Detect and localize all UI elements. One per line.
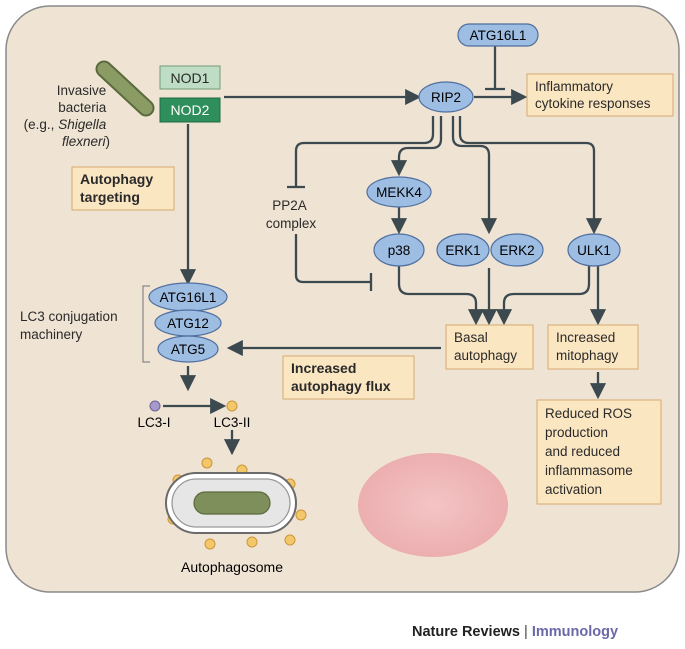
lc3-i-dot-icon <box>149 400 161 412</box>
protein-mekk4: MEKK4 <box>366 176 432 208</box>
autophagosome-icon <box>165 457 307 550</box>
box-increased-mitophagy: Increased mitophagy <box>547 324 639 370</box>
lc3-machinery-label: LC3 conjugation machinery <box>20 309 121 342</box>
svg-text:NOD2: NOD2 <box>171 102 210 118</box>
svg-text:ATG12: ATG12 <box>167 316 209 331</box>
protein-ulk1: ULK1 <box>567 233 621 267</box>
lc3-ii-dot-icon <box>226 400 238 412</box>
svg-text:p38: p38 <box>388 243 411 258</box>
svg-text:Basal autophagy: Basal autophagy <box>454 330 517 363</box>
bacteria-label: Invasive bacteria (e.g., Shigella flexne… <box>24 83 110 149</box>
inhibit-pp2a-to-p38 <box>294 234 370 284</box>
protein-atg16l1-top: ATG16L1 <box>457 23 539 47</box>
box-basal-autophagy: Basal autophagy <box>445 324 534 370</box>
nod1-box: NOD1 <box>159 65 221 90</box>
journal-section: Immunology <box>531 624 619 640</box>
svg-text:ATG5: ATG5 <box>171 342 205 357</box>
box-increased-autophagy-flux: Increased autophagy flux <box>282 355 415 400</box>
cell-blob <box>358 453 508 557</box>
lc3-i-label: LC3-I <box>137 415 170 430</box>
arrow-rip2-to-ulk1 <box>458 116 603 235</box>
svg-text:NOD1: NOD1 <box>171 70 210 86</box>
machinery-bracket <box>142 285 150 363</box>
arrow-rip2-to-mekk4 <box>390 116 443 177</box>
svg-text:ULK1: ULK1 <box>577 243 611 258</box>
svg-text:MEKK4: MEKK4 <box>376 185 422 200</box>
journal-name: Nature Reviews <box>412 624 520 640</box>
arrows <box>142 46 607 456</box>
protein-atg5: ATG5 <box>157 335 219 363</box>
arrow-rip2-to-erk <box>451 116 498 235</box>
svg-text:Autophagy targeting: Autophagy targeting <box>80 171 157 205</box>
svg-text:Reduced ROS production: Reduced ROS production and reduced infla… <box>545 406 637 497</box>
protein-rip2: RIP2 <box>418 81 474 113</box>
cell-panel <box>5 5 680 593</box>
svg-text:Increased autophagy flux: Increased autophagy flux <box>291 360 391 394</box>
svg-text:ERK1: ERK1 <box>445 243 480 258</box>
nod2-box: NOD2 <box>159 97 221 123</box>
protein-atg16l1: ATG16L1 <box>148 282 228 312</box>
inhibit-rip2-to-pp2a <box>294 116 435 186</box>
arrow-ulk1-to-basal <box>495 266 591 326</box>
arrow-p38-to-basal <box>397 266 485 326</box>
protein-erk2: ERK2 <box>490 233 544 267</box>
svg-text:RIP2: RIP2 <box>431 90 461 105</box>
autophagosome-label: Autophagosome <box>181 559 283 575</box>
box-inflammatory: Inflammatory cytokine responses <box>526 73 674 117</box>
credit-separator: | <box>520 624 532 640</box>
journal-credit: Nature Reviews | Immunology <box>412 624 618 640</box>
svg-text:ERK2: ERK2 <box>499 243 534 258</box>
lc3-ii-label: LC3-II <box>214 415 251 430</box>
protein-p38: p38 <box>373 233 425 267</box>
protein-atg12: ATG12 <box>154 309 222 337</box>
bacterium-icon <box>95 60 155 117</box>
svg-text:ATG16L1: ATG16L1 <box>160 290 217 305</box>
box-autophagy-targeting: Autophagy targeting <box>71 166 175 211</box>
svg-text:ATG16L1: ATG16L1 <box>470 28 527 43</box>
svg-text:Inflammatory cytokine re: Inflammatory cytokine responses <box>535 79 651 111</box>
pp2a-complex-label: PP2A complex <box>266 198 317 231</box>
protein-erk1: ERK1 <box>436 233 490 267</box>
box-reduced-ros: Reduced ROS production and reduced infla… <box>536 399 662 505</box>
svg-text:Increased mitophagy: Increased mitophagy <box>556 330 619 363</box>
